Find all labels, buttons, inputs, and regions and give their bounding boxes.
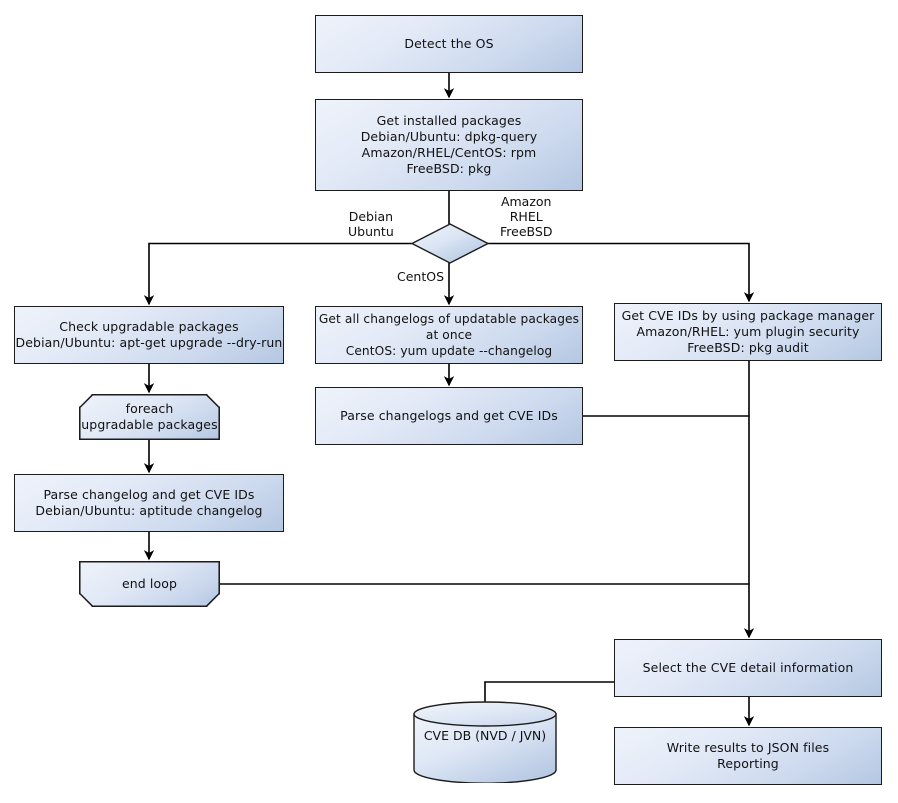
edge-decision-to-check-upgradable	[143, 242, 412, 306]
node-end-loop[interactable]: end loop	[79, 561, 220, 607]
node-get-all-changelogs[interactable]: Get all changelogs of updatable packages…	[315, 306, 583, 364]
node-foreach-upgradable-packages[interactable]: foreach upgradable packages	[79, 394, 220, 440]
foreach-label: foreach upgradable packages	[79, 394, 220, 440]
cve-db-label: CVE DB (NVD / JVN)	[423, 728, 547, 743]
node-os-decision[interactable]	[410, 222, 490, 265]
node-parse-changelogs-cve-ids[interactable]: Parse changelogs and get CVE IDs	[315, 387, 583, 445]
edge-label-centos: CentOS	[397, 269, 445, 284]
node-cve-db[interactable]	[412, 701, 558, 783]
node-parse-changelog-cve-ids[interactable]: Parse changelog and get CVE IDs Debian/U…	[14, 474, 284, 532]
node-select-cve-detail[interactable]: Select the CVE detail information	[614, 639, 882, 697]
node-get-cve-ids-package-manager[interactable]: Get CVE IDs by using package manager Ama…	[614, 303, 882, 361]
node-check-upgradable-packages[interactable]: Check upgradable packages Debian/Ubuntu:…	[14, 306, 284, 364]
node-detect-os[interactable]: Detect the OS	[315, 15, 583, 73]
edge-decision-to-cveids	[488, 242, 755, 303]
node-write-results-json[interactable]: Write results to JSON files Reporting	[614, 727, 882, 785]
end-loop-label: end loop	[79, 561, 220, 607]
edge-label-debian-ubuntu: Debian Ubuntu	[348, 209, 394, 239]
edge-label-amazon-rhel-freebsd: Amazon RHEL FreeBSD	[500, 194, 553, 239]
node-get-installed-packages[interactable]: Get installed packages Debian/Ubuntu: dp…	[315, 99, 583, 191]
